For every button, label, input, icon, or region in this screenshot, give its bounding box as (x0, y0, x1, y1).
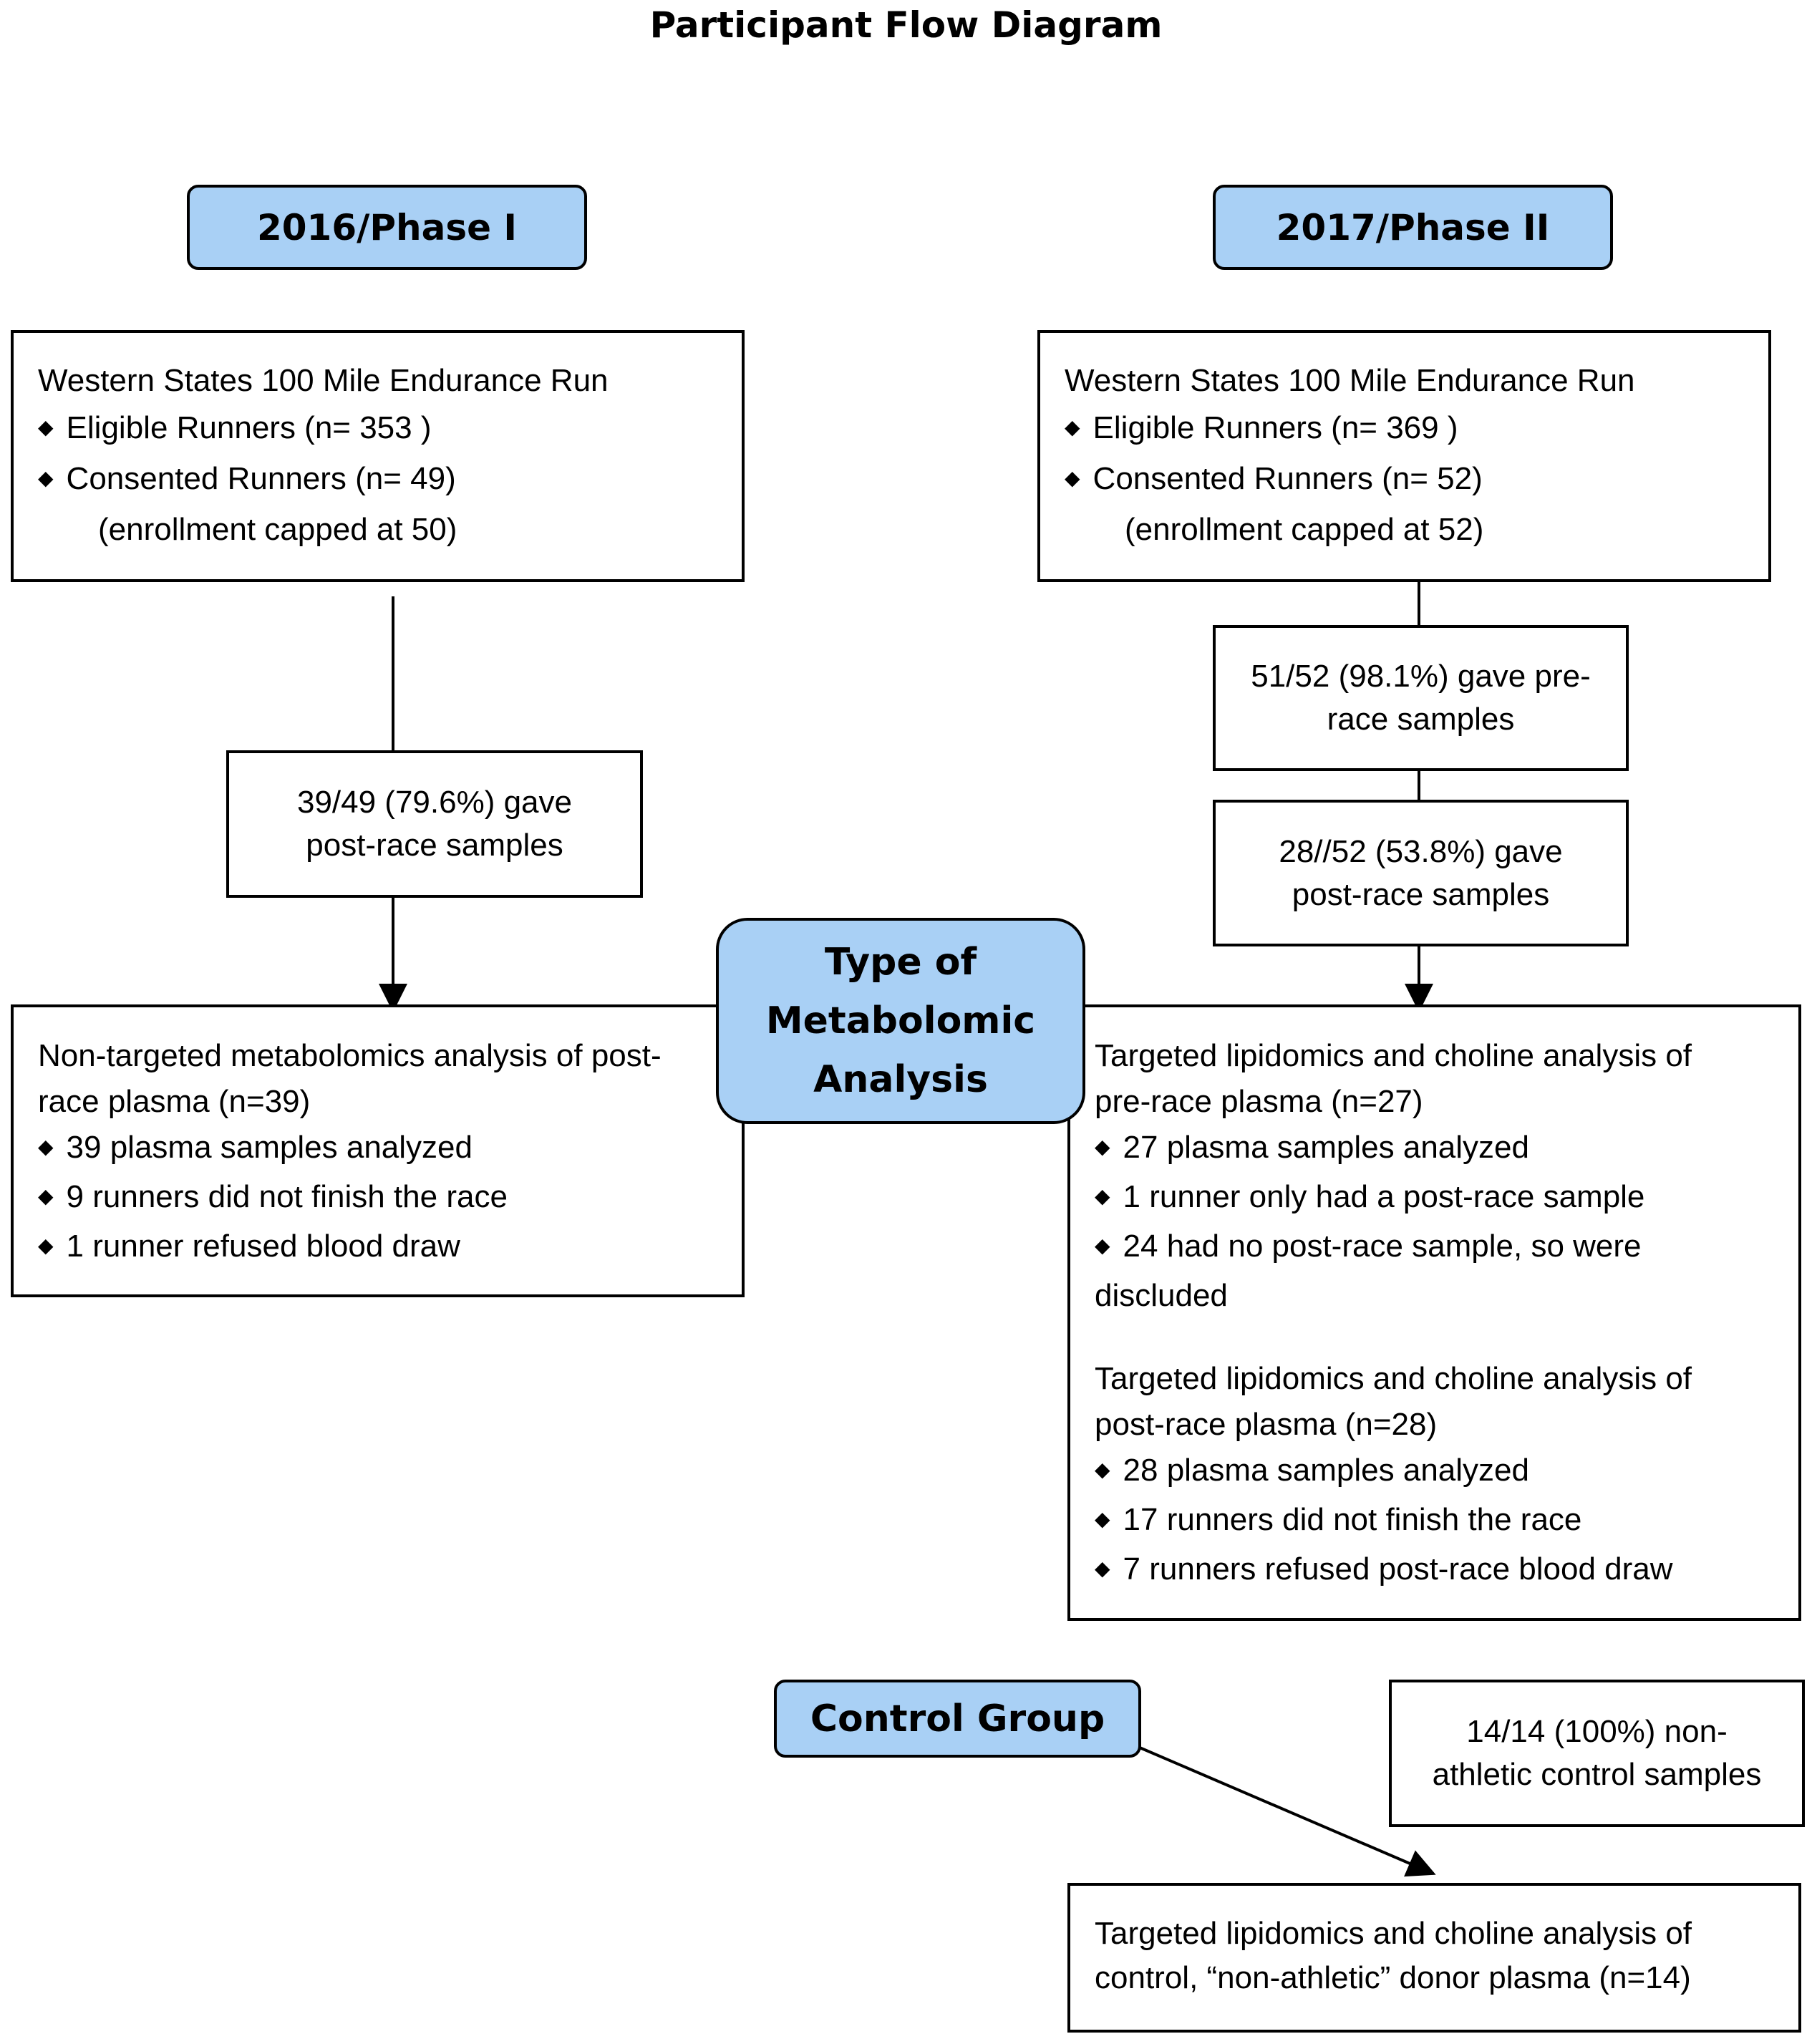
phase2-pre-wrap: discluded (1095, 1278, 1228, 1313)
control-samples-line1: 14/14 (100%) non- (1466, 1714, 1728, 1749)
bullet-icon: ◆ (1065, 416, 1080, 438)
phase2-eligible: Eligible Runners (n= 369 ) (1092, 410, 1458, 445)
bullet-icon: ◆ (1095, 1458, 1110, 1481)
phase2-cap: (enrollment capped at 52) (1125, 512, 1484, 547)
control-analysis-line2: control, “non-athletic” donor plasma (n=… (1095, 1960, 1691, 1995)
phase2-header: 2017/Phase II (1213, 185, 1613, 270)
metabolomic-line2: Metabolomic (765, 999, 1036, 1042)
bullet-icon: ◆ (38, 416, 54, 438)
phase2-consented: Consented Runners (n= 52) (1092, 461, 1483, 496)
list-item: ◆28 plasma samples analyzed (1095, 1453, 1529, 1488)
phase2-post-analysis-line1: Targeted lipidomics and choline analysis… (1095, 1361, 1692, 1396)
phase2-pre-line1: 51/52 (98.1%) gave pre- (1251, 659, 1591, 694)
page-title: Participant Flow Diagram (649, 4, 1163, 46)
phase2-pre-line2: race samples (1327, 702, 1515, 737)
control-analysis-box: Targeted lipidomics and choline analysis… (1067, 1883, 1801, 2033)
metabolomic-line3: Analysis (813, 1058, 988, 1101)
arrow-control-to-analysis (1139, 1746, 1436, 1877)
phase1-enrollment-box: Western States 100 Mile Endurance Run ◆ E… (11, 330, 745, 582)
phase1-race: Western States 100 Mile Endurance Run (38, 363, 609, 398)
bullet-icon: ◆ (1065, 467, 1080, 489)
list-item: ◆27 plasma samples analyzed (1095, 1130, 1529, 1165)
phase1-analysis-line2: race plasma (n=39) (38, 1084, 311, 1119)
phase1-post-samples-box: 39/49 (79.6%) gave post-race samples (226, 750, 643, 898)
phase1-cap: (enrollment capped at 50) (98, 512, 457, 547)
metabolomic-analysis-label: Type of Metabolomic Analysis (716, 918, 1085, 1124)
control-samples-line2: athletic control samples (1432, 1757, 1762, 1792)
phase2-post-line1: 28//52 (53.8%) gave (1279, 833, 1563, 869)
bullet-icon: ◆ (1095, 1234, 1110, 1256)
bullet-icon: ◆ (38, 1234, 54, 1256)
control-samples-box: 14/14 (100%) non- athletic control sampl… (1389, 1680, 1805, 1827)
list-item: ◆7 runners refused post-race blood draw (1095, 1551, 1673, 1587)
bullet-icon: ◆ (38, 467, 54, 489)
phase1-analysis-line1: Non-targeted metabolomics analysis of po… (38, 1038, 662, 1073)
phase2-race: Western States 100 Mile Endurance Run (1065, 363, 1635, 398)
phase1-consented: Consented Runners (n= 49) (66, 461, 456, 496)
bullet-icon: ◆ (1095, 1185, 1110, 1207)
phase1-eligible: Eligible Runners (n= 353 ) (66, 410, 432, 445)
list-item: ◆9 runners did not finish the race (38, 1179, 508, 1214)
list-item: ◆1 runner refused blood draw (38, 1229, 460, 1264)
phase1-label: 2016/Phase I (256, 206, 518, 248)
bullet-icon: ◆ (1095, 1557, 1110, 1579)
control-group-label: Control Group (810, 1697, 1105, 1740)
phase1-header: 2016/Phase I (187, 185, 587, 270)
phase2-pre-analysis-line2: pre-race plasma (n=27) (1095, 1084, 1423, 1119)
bullet-icon: ◆ (38, 1135, 54, 1158)
list-item: ◆17 runners did not finish the race (1095, 1502, 1582, 1537)
control-analysis-line1: Targeted lipidomics and choline analysis… (1095, 1916, 1692, 1951)
bullet-icon: ◆ (1095, 1135, 1110, 1158)
bullet-icon: ◆ (38, 1185, 54, 1207)
list-item: ◆39 plasma samples analyzed (38, 1130, 473, 1165)
bullet-icon: ◆ (1095, 1508, 1110, 1530)
phase2-label: 2017/Phase II (1276, 206, 1550, 248)
phase2-post-samples-box: 28//52 (53.8%) gave post-race samples (1213, 800, 1629, 946)
phase2-analysis-box: Targeted lipidomics and choline analysis… (1067, 1004, 1801, 1621)
phase2-pre-samples-box: 51/52 (98.1%) gave pre- race samples (1213, 625, 1629, 771)
phase2-post-line2: post-race samples (1292, 876, 1550, 912)
phase2-enrollment-box: Western States 100 Mile Endurance Run ◆ E… (1037, 330, 1771, 582)
phase1-analysis-box: Non-targeted metabolomics analysis of po… (11, 1004, 745, 1297)
metabolomic-line1: Type of (824, 941, 977, 984)
control-group-header: Control Group (774, 1680, 1141, 1758)
phase2-pre-analysis-line1: Targeted lipidomics and choline analysis… (1095, 1038, 1692, 1073)
list-item: ◆1 runner only had a post-race sample (1095, 1179, 1645, 1214)
phase2-post-analysis-line2: post-race plasma (n=28) (1095, 1407, 1438, 1442)
phase1-post-line1: 39/49 (79.6%) gave (296, 785, 573, 820)
phase1-post-line2: post-race samples (306, 828, 563, 863)
list-item: ◆24 had no post-race sample, so were (1095, 1229, 1642, 1264)
